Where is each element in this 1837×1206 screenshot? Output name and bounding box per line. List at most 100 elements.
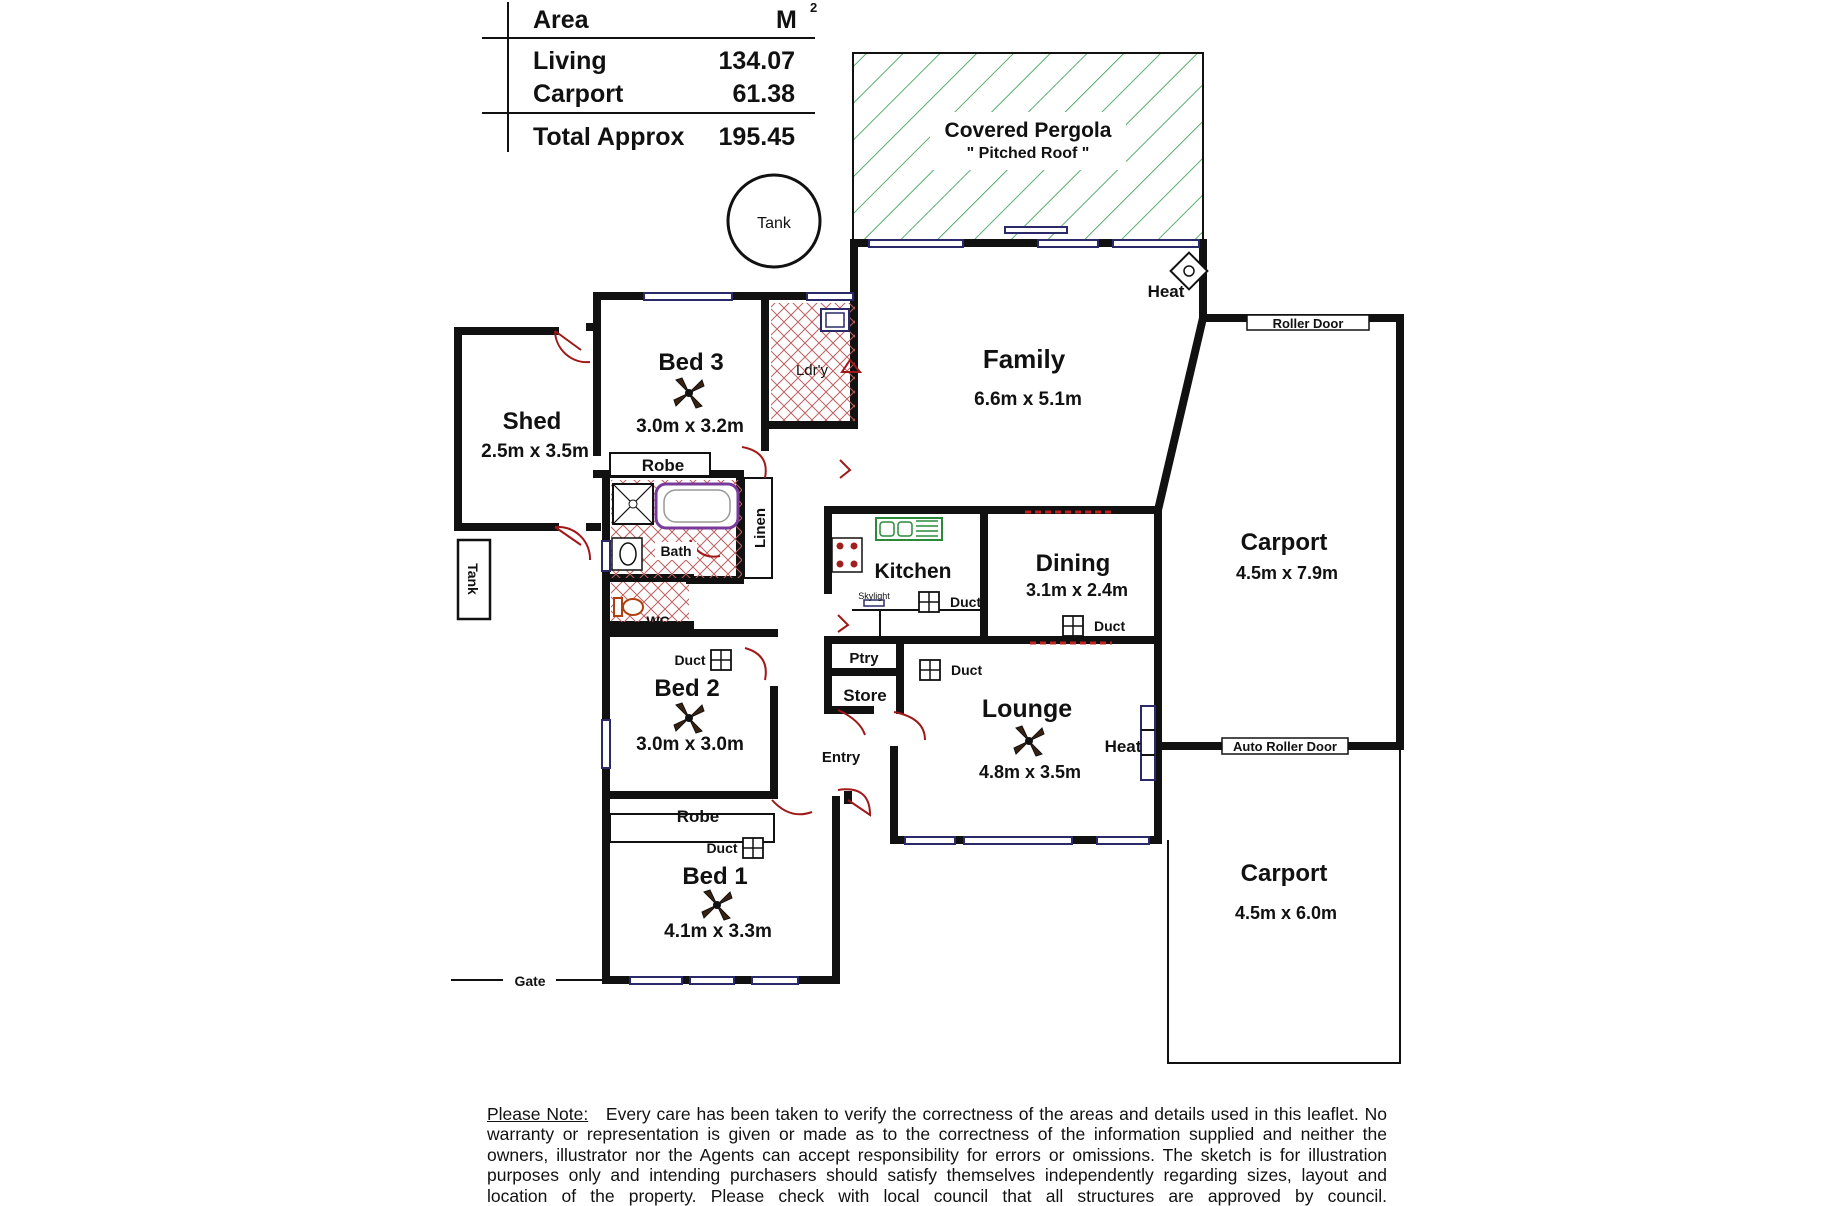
room-store: Store xyxy=(843,686,886,705)
gate: Gate xyxy=(514,973,545,989)
kitchen-name: Kitchen xyxy=(874,560,951,583)
side-tank-label: Tank xyxy=(465,563,481,595)
room-bed-3: Bed 3 3.0m x 3.2m xyxy=(636,349,744,437)
kitchen-sink-icon xyxy=(875,517,943,541)
room-shed: Shed 2.5m x 3.5m xyxy=(481,408,589,462)
roller-door-label: Roller Door xyxy=(1273,316,1344,331)
lounge-size: 4.8m x 3.5m xyxy=(979,762,1081,782)
area-row-carport-value: 61.38 xyxy=(732,80,795,108)
ceiling-fan-icon xyxy=(673,702,705,734)
skylight-label: Skylight xyxy=(858,591,890,601)
family-name: Family xyxy=(983,344,1066,374)
disclaimer-lead: Please Note: xyxy=(487,1104,589,1124)
open-openings xyxy=(1025,510,1115,645)
ceiling-fan-icon xyxy=(673,377,705,409)
area-total-value: 195.45 xyxy=(719,123,796,151)
robe-bed3-label: Robe xyxy=(642,456,685,475)
room-lounge: Duct Lounge 4.8m x 3.5m Heat xyxy=(919,659,1142,782)
bathtub-icon xyxy=(654,482,740,530)
laundry-tub-icon xyxy=(820,308,850,332)
room-bed-1: Duct Bed 1 4.1m x 3.3m xyxy=(664,837,772,942)
room-dining: Dining 3.1m x 2.4m Duct xyxy=(1026,550,1128,637)
dining-name: Dining xyxy=(1036,550,1111,577)
covered-pergola: Covered Pergola " Pitched Roof " xyxy=(852,52,1204,243)
area-header-unit: M xyxy=(776,6,797,34)
interior-lines xyxy=(609,452,984,843)
tank-label: Tank xyxy=(757,215,792,232)
bed1-size: 4.1m x 3.3m xyxy=(664,921,772,942)
lounge-duct-label: Duct xyxy=(951,662,982,678)
toilet-icon xyxy=(613,597,644,617)
room-pantry: Ptry xyxy=(849,650,879,667)
pantry-label: Ptry xyxy=(849,650,879,667)
walls xyxy=(451,239,1404,1064)
kitchen-duct-label: Duct xyxy=(950,594,981,610)
room-carport-1: Roller Door Carport 4.5m x 7.9m xyxy=(1236,314,1370,583)
carport1-name: Carport xyxy=(1241,529,1328,556)
lounge-name: Lounge xyxy=(982,695,1072,723)
store-label: Store xyxy=(843,686,886,705)
family-heat-label: Heat xyxy=(1148,282,1185,301)
bed3-name: Bed 3 xyxy=(658,349,723,376)
room-kitchen: Kitchen Skylight Duct xyxy=(858,560,981,613)
robe-bed1-label: Robe xyxy=(677,807,720,826)
basin-icon xyxy=(611,537,643,571)
carport2-size: 4.5m x 6.0m xyxy=(1235,903,1337,923)
room-bath: Bath xyxy=(655,542,697,560)
linen-cupboard: Linen xyxy=(752,508,769,548)
ceiling-fan-icon xyxy=(1013,725,1045,757)
family-size: 6.6m x 5.1m xyxy=(974,389,1082,410)
duct-icon xyxy=(1062,615,1084,637)
robe-bed3: Robe xyxy=(642,456,685,475)
duct-icon xyxy=(710,649,732,671)
area-table: Area M 2 Living 134.07 Carport 61.38 Tot… xyxy=(482,0,817,152)
doors xyxy=(554,330,926,817)
dining-size: 3.1m x 2.4m xyxy=(1026,580,1128,600)
room-entry: Entry xyxy=(822,749,861,766)
heater-icon xyxy=(1169,251,1209,291)
linen-label: Linen xyxy=(752,508,769,548)
laundry-label: Ldr'y xyxy=(796,362,829,379)
bed1-name: Bed 1 xyxy=(682,863,747,890)
water-tank: Tank xyxy=(726,173,822,269)
wc-label: WC xyxy=(646,613,669,629)
area-total-label: Total Approx xyxy=(533,123,684,151)
disclaimer-note: Please Note: Every care has been taken t… xyxy=(487,1104,1387,1206)
shed-size: 2.5m x 3.5m xyxy=(481,441,589,462)
bath-label: Bath xyxy=(660,543,691,559)
area-row-carport-label: Carport xyxy=(533,80,624,108)
disclaimer-text: Every care has been taken to verify the … xyxy=(487,1104,1387,1206)
pergola-label: Covered Pergola xyxy=(945,119,1112,142)
lounge-heat-label: Heat xyxy=(1105,737,1142,756)
gate-label: Gate xyxy=(514,973,545,989)
bed1-duct-label: Duct xyxy=(706,840,737,856)
robe-bed1: Robe xyxy=(677,807,720,826)
area-header-label: Area xyxy=(533,6,590,34)
bed2-size: 3.0m x 3.0m xyxy=(636,734,744,755)
duct-icon xyxy=(919,659,941,681)
room-laundry: Ldr'y xyxy=(796,362,829,379)
auto-roller-door-label: Auto Roller Door xyxy=(1233,739,1337,754)
room-family: Family 6.6m x 5.1m Heat xyxy=(974,282,1185,410)
room-carport-2: Auto Roller Door Carport 4.5m x 6.0m xyxy=(1221,737,1349,923)
shower-icon xyxy=(612,483,654,525)
area-header-unit-sup: 2 xyxy=(810,0,817,15)
bed3-size: 3.0m x 3.2m xyxy=(636,416,744,437)
pergola-note: " Pitched Roof " xyxy=(967,145,1090,162)
windows xyxy=(601,226,1200,985)
duct-icon xyxy=(918,591,940,613)
room-wc: WC xyxy=(646,613,669,629)
duct-icon xyxy=(742,837,764,859)
dining-duct-label: Duct xyxy=(1094,618,1125,634)
shed-name: Shed xyxy=(503,408,562,435)
bed2-duct-label: Duct xyxy=(674,652,705,668)
cooktop-icon xyxy=(831,537,863,573)
skylight-icon xyxy=(863,599,885,607)
area-row-living-value: 134.07 xyxy=(719,47,795,75)
ceiling-fan-icon xyxy=(701,889,733,921)
carport2-name: Carport xyxy=(1241,860,1328,887)
room-bed-2: Duct Bed 2 3.0m x 3.0m xyxy=(636,649,744,755)
entry-label: Entry xyxy=(822,749,861,766)
area-row-living-label: Living xyxy=(533,47,607,75)
